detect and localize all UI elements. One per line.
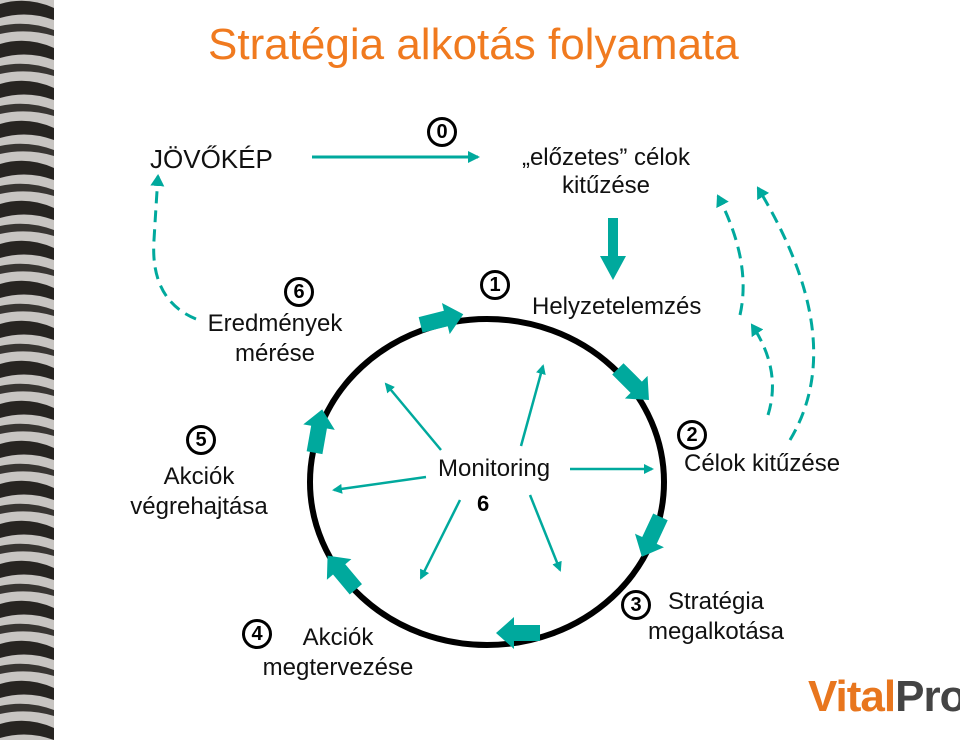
cycle-arrow-to-5 — [326, 555, 362, 595]
step-badge-5: 5 — [186, 425, 216, 455]
situation-label: Helyzetelemzés — [532, 293, 702, 320]
cycle-arrow-to-4 — [496, 617, 540, 649]
monitoring-label: Monitoring — [438, 455, 551, 482]
execute-line-2: végrehajtása — [130, 493, 268, 520]
monitoring-badge: 6 — [477, 491, 490, 516]
monitoring-spoke-down-left — [419, 499, 462, 580]
measure-label: Eredmények mérése — [196, 312, 354, 366]
step-badge-4: 4 — [242, 619, 272, 649]
prelim-goals-line-1: „előzetes” célok — [521, 144, 691, 171]
step-badge-3: 3 — [621, 590, 651, 620]
plan-label: Akciók megtervezése — [252, 626, 424, 680]
dashed-arrow-goals-to-prelim — [756, 186, 816, 441]
dashed-arrow-goals-to-situation — [750, 323, 774, 416]
goals-label: Célok kitűzése — [684, 450, 841, 477]
plan-line-2: megtervezése — [262, 654, 414, 681]
strategy-line-2: megalkotása — [647, 618, 785, 645]
step-badge-6: 6 — [284, 277, 314, 307]
dashed-arrow-situation-to-prelim — [716, 194, 745, 316]
monitoring-spoke-up — [519, 364, 546, 447]
dashed-arrow-measure-to-vision — [150, 174, 197, 321]
monitoring-spoke-down-right — [528, 494, 562, 572]
execute-label: Akciók végrehajtása — [118, 465, 280, 519]
monitoring-spoke-left — [332, 475, 427, 494]
step-badge-0: 0 — [427, 117, 457, 147]
measure-line-2: mérése — [234, 340, 316, 367]
logo-part-pro: Pro — [895, 672, 960, 721]
cycle-arrow-to-3 — [634, 513, 668, 557]
step-badge-2: 2 — [677, 420, 707, 450]
vitalpro-logo: VitalPro — [808, 672, 960, 722]
cycle-arrow-to-2 — [612, 363, 649, 400]
strategy-label: Stratégia megalkotása — [636, 590, 796, 644]
page-title: Stratégia alkotás folyamata — [208, 20, 739, 69]
execute-line-1: Akciók — [163, 463, 235, 490]
process-cycle-ring — [307, 316, 667, 648]
cycle-arrow-to-1 — [418, 303, 464, 335]
plan-line-1: Akciók — [302, 624, 374, 651]
logo-part-vital: Vital — [808, 672, 896, 721]
cycle-arrow-to-6 — [303, 409, 335, 455]
prelim-goals-line-2: kitűzése — [561, 172, 651, 199]
monitoring-spoke-up-left — [384, 382, 442, 451]
vision-label: JÖVŐKÉP — [150, 144, 273, 174]
measure-line-1: Eredmények — [207, 310, 343, 337]
arrow-prelim-to-situation — [600, 218, 626, 280]
strategy-line-1: Stratégia — [667, 588, 765, 615]
step-badge-1: 1 — [480, 270, 510, 300]
prelim-goals-label: „előzetes” célok kitűzése — [506, 146, 706, 198]
